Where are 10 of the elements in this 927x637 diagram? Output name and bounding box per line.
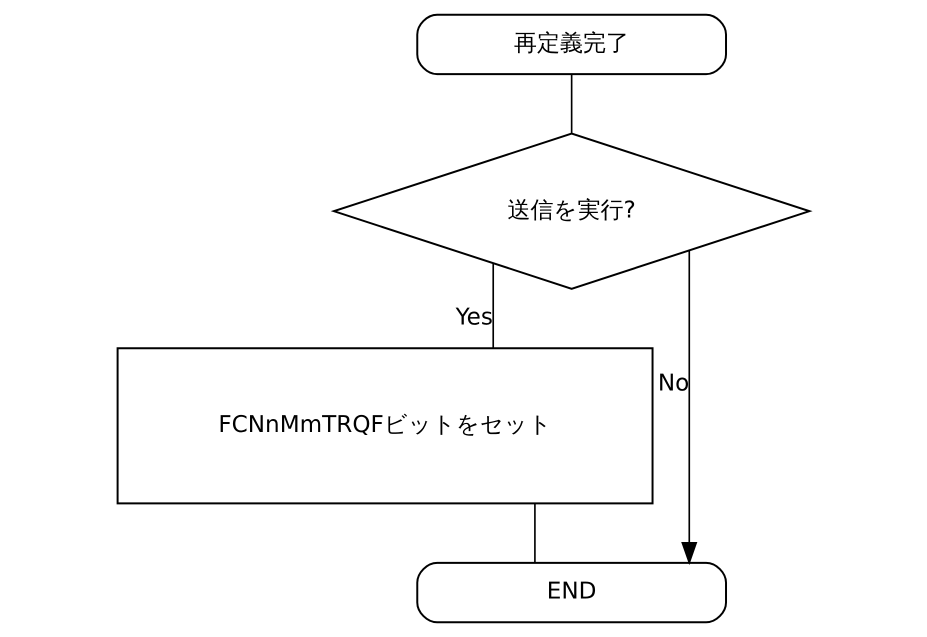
connector (492, 264, 494, 348)
edge-label: Yes (456, 304, 493, 330)
node-box: END (416, 562, 727, 624)
node-box: 再定義完了 (416, 14, 727, 76)
node-diamond: 送信を実行? (330, 132, 813, 290)
connector (570, 74, 572, 133)
node-box: FCNnMmTRQFビットをセット (116, 347, 654, 504)
edge-label: No (658, 370, 690, 396)
connector (534, 504, 536, 562)
arrow (681, 250, 698, 566)
